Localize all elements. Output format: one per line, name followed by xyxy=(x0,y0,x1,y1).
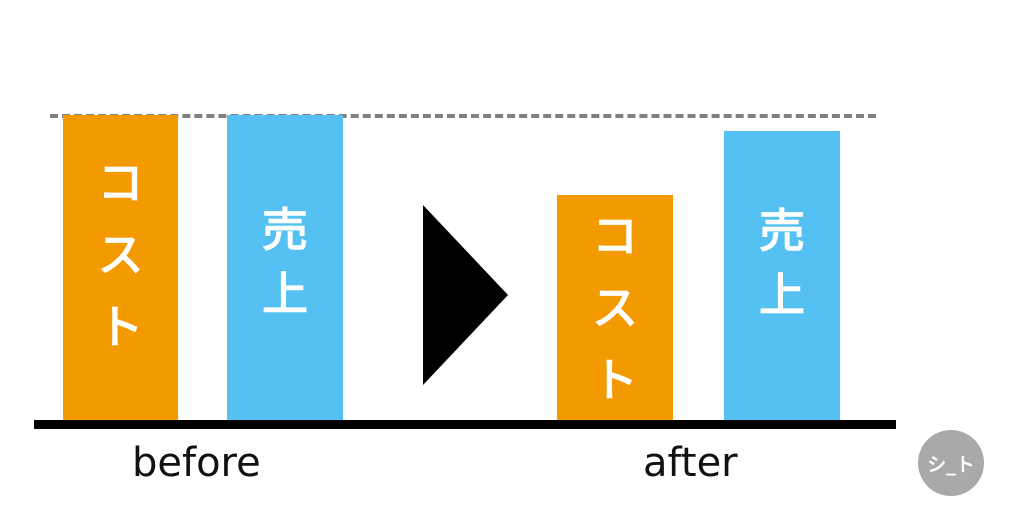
after-cost-char-3: ト xyxy=(592,353,638,407)
after-sales-char-2: 上 xyxy=(759,268,805,322)
before-label: before xyxy=(132,440,261,486)
after-label: after xyxy=(643,440,738,486)
before-cost-char-2: ス xyxy=(97,228,144,282)
before-sales-bar: 売 上 xyxy=(227,115,343,420)
before-cost-bar: コ ス ト xyxy=(63,115,178,420)
before-cost-char-1: コ xyxy=(97,156,144,210)
before-sales-char-2: 上 xyxy=(262,267,308,321)
after-cost-bar: コ ス ト xyxy=(557,195,673,420)
after-cost-char-1: コ xyxy=(592,209,638,263)
before-cost-char-3: ト xyxy=(97,300,144,354)
right-arrow-icon xyxy=(423,205,508,385)
baseline xyxy=(34,420,896,429)
logo-badge: シ_ト xyxy=(918,430,984,496)
after-cost-char-2: ス xyxy=(592,281,638,335)
logo-text: シ_ト xyxy=(927,453,975,476)
after-sales-char-1: 売 xyxy=(759,204,805,258)
reference-dashed-line xyxy=(50,114,876,118)
after-sales-bar: 売 上 xyxy=(724,131,840,420)
before-sales-char-1: 売 xyxy=(262,203,308,257)
